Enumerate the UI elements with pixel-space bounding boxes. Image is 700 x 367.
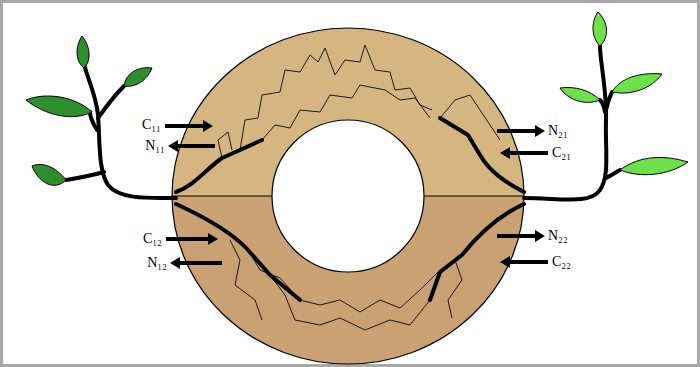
flux-arrow — [500, 147, 548, 159]
root — [430, 204, 524, 300]
soil-ring — [172, 28, 524, 364]
flux-label: C₂₁ — [552, 145, 571, 160]
flux-arrow — [165, 120, 213, 132]
ring-outer-edge — [172, 28, 524, 364]
stem — [524, 46, 606, 200]
fine-root — [270, 275, 430, 330]
fine-root — [262, 85, 430, 140]
flux-label: C₂₂ — [552, 254, 571, 269]
leaf — [560, 88, 600, 103]
stem — [90, 112, 97, 130]
flux-arrow — [170, 257, 222, 269]
flux-arrow — [166, 233, 218, 245]
stem — [600, 100, 605, 112]
fine-roots — [218, 45, 500, 330]
main-roots — [176, 118, 524, 300]
fine-root — [440, 95, 500, 140]
flux-arrows — [165, 120, 548, 269]
fine-root — [230, 240, 262, 320]
leaf — [593, 12, 607, 46]
stem — [98, 86, 124, 118]
flux-arrow — [500, 256, 548, 268]
flux-arrow — [168, 140, 215, 152]
flux-arrow — [497, 125, 545, 137]
leaf — [77, 36, 89, 68]
stem — [606, 170, 620, 178]
flux-label: N₁₁ — [145, 138, 165, 153]
leaf — [26, 96, 92, 117]
flux-label: C₁₂ — [143, 231, 162, 246]
flux-label: N₂₂ — [548, 228, 568, 243]
flux-label: N₂₁ — [548, 123, 568, 138]
flux-label: C₁₁ — [142, 117, 161, 132]
flux-label: N₁₂ — [147, 255, 167, 270]
left-plant — [26, 36, 176, 198]
divider — [172, 196, 272, 197]
leaf — [620, 157, 688, 174]
stem — [66, 172, 104, 180]
leaf — [124, 68, 152, 87]
right-plant — [524, 12, 688, 200]
leaf — [32, 165, 66, 186]
ring-inner-hole — [272, 120, 424, 272]
leaf — [612, 74, 662, 93]
divider — [424, 196, 524, 197]
root — [176, 204, 300, 300]
flux-arrow — [497, 230, 545, 242]
stem — [84, 64, 176, 198]
fine-root — [240, 45, 432, 150]
stem — [606, 92, 612, 110]
